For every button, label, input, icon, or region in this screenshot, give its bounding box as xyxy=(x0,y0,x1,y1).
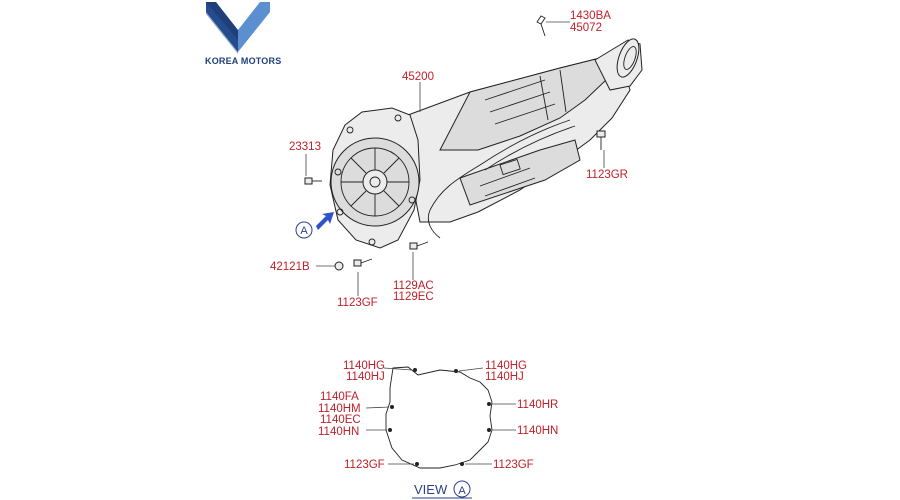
gasket-labels-left: 1140HG 1140HJ 1140FA 1140HM 1140EC 1140H… xyxy=(318,360,385,471)
view-marker-letter: A xyxy=(300,225,308,237)
gasket-label: 1140HR xyxy=(517,399,558,411)
label-23313: 23313 xyxy=(289,141,321,153)
label-1123gf: 1123GF xyxy=(337,297,378,309)
logo-text: KOREA MOTORS xyxy=(205,56,281,66)
bolt-1123gf xyxy=(353,258,373,267)
callout-labels: 1430BA 45072 45200 23313 1123GR 42121B 1… xyxy=(270,10,628,309)
view-a-marker: A xyxy=(295,212,334,239)
view-caption-letter: A xyxy=(458,485,466,497)
gasket-label: 1140HJ xyxy=(346,371,385,383)
gasket-view xyxy=(365,366,516,469)
brand-logo: KOREA MOTORS xyxy=(205,2,281,66)
label-45072: 45072 xyxy=(570,22,602,34)
gasket-label: 1140EC xyxy=(320,414,361,426)
bolt-23313 xyxy=(304,177,322,185)
plug-42121b xyxy=(334,261,344,271)
view-arrow-icon xyxy=(316,212,334,230)
gasket-label: 1140HJ xyxy=(485,371,524,383)
gasket-label: 1140HG xyxy=(485,360,527,372)
label-42121b: 42121B xyxy=(270,261,310,273)
view-caption-text: VIEW xyxy=(414,482,448,497)
label-1129ec: 1129EC xyxy=(393,291,434,303)
bolt-1129ac xyxy=(409,241,429,250)
gasket-label: 1140HG xyxy=(343,360,385,372)
gasket-label: 1140HM xyxy=(318,403,361,415)
transmission-assembly xyxy=(329,38,643,249)
gasket-label: 1123GF xyxy=(493,459,534,471)
label-45200: 45200 xyxy=(402,71,434,83)
bolt-1430ba xyxy=(536,15,546,37)
gasket-label: 1140FA xyxy=(320,391,359,403)
bolt-1123gr xyxy=(596,130,606,150)
label-1129ac: 1129AC xyxy=(393,280,434,292)
view-caption: VIEW A xyxy=(412,480,472,499)
label-1123gr: 1123GR xyxy=(586,169,628,181)
label-1430ba: 1430BA xyxy=(570,10,611,22)
gasket-label: 1140HN xyxy=(517,425,558,437)
gasket-labels-right: 1140HG 1140HJ 1140HR 1140HN 1123GF xyxy=(485,360,558,471)
gasket-label: 1140HN xyxy=(318,426,359,438)
gasket-label: 1123GF xyxy=(344,459,385,471)
leader-lines xyxy=(305,21,605,296)
